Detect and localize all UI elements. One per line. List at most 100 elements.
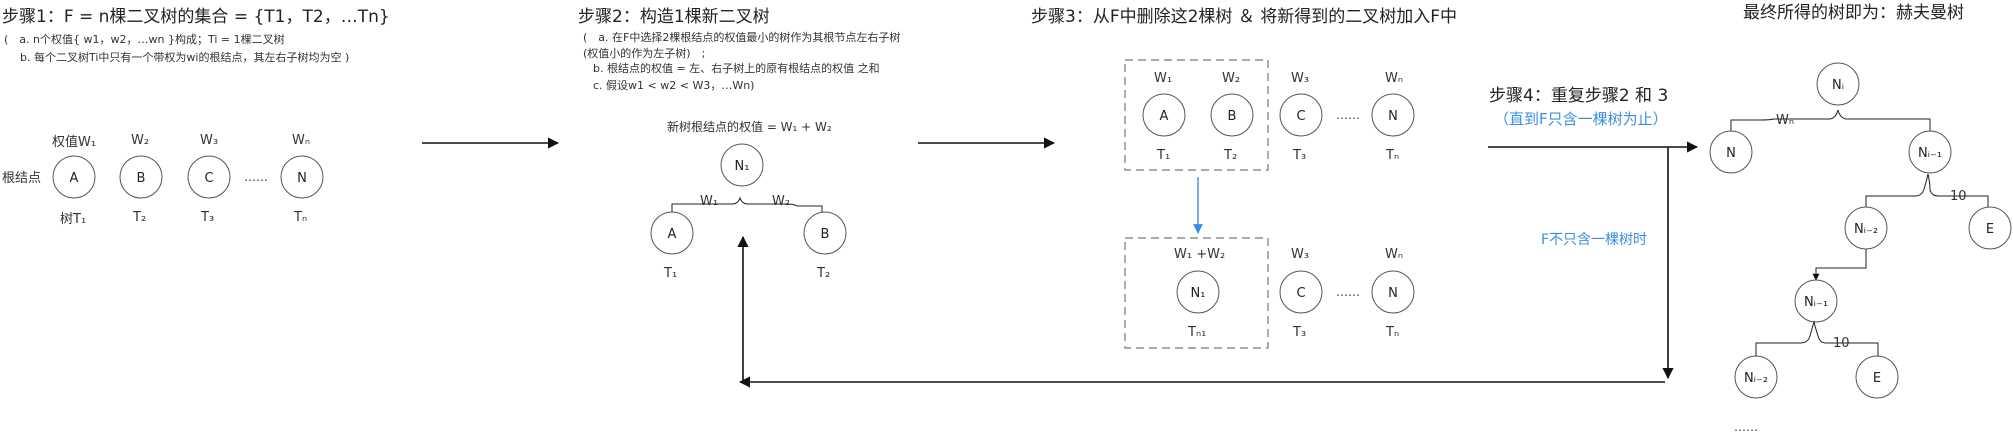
step2-right-node	[803, 211, 847, 255]
step2-note-c: c. 假设w1 < w2 < W3，…Wn)	[593, 78, 754, 92]
step3-top-tree-3: T₃	[1292, 148, 1306, 163]
step1-weight-n: Wₙ	[292, 133, 310, 148]
step2-weight-left: W₁	[700, 194, 718, 209]
step2-note-a2: (权值小的作为左子树) ;	[583, 46, 705, 60]
step1-tree-3: T₃	[200, 210, 214, 225]
final-title: 最终所得的树即为：赫夫曼树	[1743, 3, 1964, 23]
final-node-ni-2-label: Nᵢ₋₂	[1854, 222, 1878, 237]
final-node-n-label: N	[1726, 146, 1736, 161]
step1-weight-1: 权值W₁	[52, 134, 96, 150]
step3-top-node-n	[1371, 93, 1415, 137]
step4-title: 步骤4：重复步骤2 和 3	[1489, 86, 1668, 106]
step1-node-a	[52, 155, 96, 199]
final-node-ni-1b-label: Nᵢ₋₁	[1804, 295, 1828, 310]
final-node-e2	[1855, 355, 1899, 399]
step1-tree-2: T₂	[132, 210, 146, 225]
step3-bottom-tree-n: Tₙ	[1385, 325, 1399, 340]
final-node-ni-1-label: Nᵢ₋₁	[1918, 146, 1942, 161]
step2-right-label: B	[821, 227, 830, 242]
step2-root-label: N₁	[735, 159, 750, 174]
step3-top-ellipsis: ……	[1336, 108, 1360, 122]
step3-top-tree-n: Tₙ	[1385, 148, 1399, 163]
step3-bottom-weight-3: W₃	[1291, 247, 1309, 262]
step3-top-node-a-label: A	[1160, 109, 1169, 124]
step2-left-label: A	[668, 227, 677, 242]
step3-top-node-a	[1142, 93, 1186, 137]
step1-node-a-label: A	[70, 171, 79, 186]
step2-section: 步骤2：构造1棵新二叉树 ( a. 在F中选择2棵根结点的权值最小的树作为其根节…	[578, 7, 900, 281]
step1-note-b: b. 每个二叉树Ti中只有一个带权为wi的根结点，其左右子树均为空 )	[20, 50, 349, 64]
step3-section: 步骤3：从F中删除这2棵树 ＆ 将新得到的二叉树加入F中 W₁ W₂ W₃ Wₙ…	[1031, 7, 1457, 349]
step3-top-node-b	[1210, 93, 1254, 137]
step2-weight-right: W₂	[772, 194, 790, 209]
final-weight-10a: 10	[1950, 189, 1967, 204]
step3-top-tree-2: T₂	[1223, 148, 1237, 163]
step1-weight-2: W₂	[131, 133, 149, 148]
step1-weight-3: W₃	[200, 133, 218, 148]
final-node-ni-2b	[1734, 355, 1778, 399]
step3-bottom-node-c-label: C	[1296, 286, 1305, 301]
final-ellipsis: ……	[1734, 420, 1758, 434]
step3-bottom-node-n	[1371, 270, 1415, 314]
step1-node-c	[187, 155, 231, 199]
step1-node-b-label: B	[137, 171, 146, 186]
step3-title: 步骤3：从F中删除这2棵树 ＆ 将新得到的二叉树加入F中	[1031, 7, 1457, 27]
step3-bottom-weight-n: Wₙ	[1385, 247, 1403, 262]
step3-top-weight-2: W₂	[1222, 71, 1240, 86]
step4-section: 步骤4：重复步骤2 和 3 （直到F只含一棵树为止） F不只含一棵树时	[737, 86, 1699, 388]
step2-tree-left: T₁	[663, 266, 677, 281]
step3-bottom-node-n1-label: N₁	[1191, 286, 1206, 301]
step1-node-c-label: C	[204, 171, 213, 186]
final-level4-branches	[1755, 320, 1879, 360]
step2-root-node	[720, 143, 764, 187]
step3-bottom-node-n-label: N	[1388, 286, 1398, 301]
step1-title: 步骤1：F = n棵二叉树的集合 = {T1，T2，…Tn}	[2, 7, 390, 27]
step1-node-b	[119, 155, 163, 199]
final-weight-10b: 10	[1833, 336, 1850, 351]
step2-root-weight: 新树根结点的权值 = W₁ + W₂	[667, 119, 832, 134]
step2-title: 步骤2：构造1棵新二叉树	[578, 7, 770, 27]
step3-selected-trees-box	[1124, 59, 1269, 171]
final-arrow-to-ni-1b	[1812, 249, 1867, 281]
step2-tree-right: T₂	[816, 266, 830, 281]
step3-bottom-tree-3: T₃	[1292, 325, 1306, 340]
final-root-node	[1816, 62, 1860, 106]
final-weight-wn: Wₙ	[1776, 113, 1794, 128]
step3-top-node-c	[1279, 93, 1323, 137]
step2-note-b: b. 根结点的权值 = 左、右子树上的原有根结点的权值 之和	[593, 61, 880, 75]
step2-left-node	[650, 211, 694, 255]
final-level2-branches	[1865, 173, 1989, 212]
step3-top-tree-1: T₁	[1156, 148, 1170, 163]
step3-top-weight-1: W₁	[1154, 71, 1172, 86]
final-node-e1	[1968, 206, 2012, 250]
final-node-ni-1	[1908, 130, 1952, 174]
step3-bottom-node-n1	[1176, 270, 1220, 314]
step2-branch-bracket	[690, 196, 823, 218]
final-root-label: Nᵢ	[1832, 78, 1844, 93]
step1-note-a: ( a. n个权值{ w1，w2，…wn }构成；Ti = 1棵二叉树	[4, 32, 285, 46]
step3-bottom-tree-1: Tₙ₁	[1187, 325, 1206, 340]
step3-top-node-n-label: N	[1388, 109, 1398, 124]
final-node-e2-label: E	[1873, 371, 1881, 386]
step1-node-n	[280, 155, 324, 199]
loop-condition-label: F不只含一棵树时	[1541, 232, 1647, 248]
step3-bottom-node-c	[1279, 270, 1323, 314]
step4-subtitle: （直到F只含一棵树为止）	[1494, 110, 1668, 128]
step1-ellipsis: ……	[244, 170, 268, 184]
root-node-label: 根结点	[2, 171, 41, 186]
step2-note-a: ( a. 在F中选择2棵根结点的权值最小的树作为其根节点左右子树	[583, 30, 900, 44]
step3-bottom-ellipsis: ……	[1336, 285, 1360, 299]
step3-new-tree-box	[1124, 237, 1269, 349]
step1-node-n-label: N	[297, 171, 307, 186]
step3-top-node-b-label: B	[1228, 109, 1237, 124]
step1-section: 步骤1：F = n棵二叉树的集合 = {T1，T2，…Tn} ( a. n个权值…	[2, 7, 390, 227]
step3-bottom-weight-1: W₁ +W₂	[1174, 247, 1225, 262]
step3-top-node-c-label: C	[1296, 109, 1305, 124]
final-node-e1-label: E	[1986, 222, 1994, 237]
step3-top-weight-n: Wₙ	[1385, 71, 1403, 86]
step1-tree-n: Tₙ	[293, 210, 307, 225]
final-root-branches	[1730, 109, 1931, 138]
final-node-ni-1b	[1794, 279, 1838, 323]
final-tree-section: 最终所得的树即为：赫夫曼树 Nᵢ Wₙ N Nᵢ₋₁ 10 Nᵢ₋₂ E Nᵢ₋…	[1709, 3, 2012, 434]
